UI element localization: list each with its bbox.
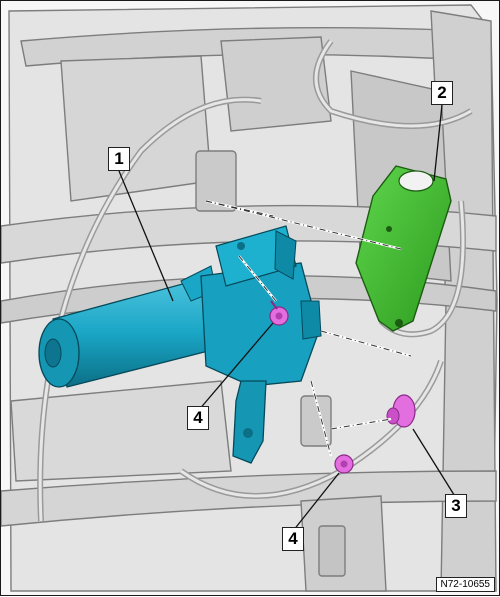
bracket bbox=[355, 165, 452, 332]
clip bbox=[386, 394, 416, 428]
callout-4-lower: 4 bbox=[282, 527, 304, 551]
callout-4-upper: 4 bbox=[187, 406, 209, 430]
motor bbox=[38, 225, 322, 464]
seat-frame bbox=[1, 4, 498, 592]
callout-2: 2 bbox=[431, 81, 453, 105]
callout-1: 1 bbox=[108, 147, 130, 171]
assembly-lines-dash bbox=[205, 200, 412, 457]
bolt-lower bbox=[334, 454, 354, 474]
reference-code: N72-10655 bbox=[435, 577, 495, 592]
callout-3: 3 bbox=[445, 494, 467, 518]
bolt-upper bbox=[269, 300, 289, 326]
leader-lines bbox=[118, 104, 457, 532]
